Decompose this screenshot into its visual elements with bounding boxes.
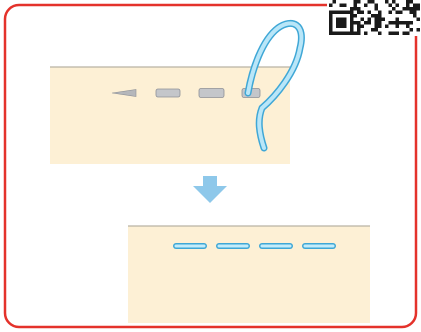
needle-segment	[155, 88, 181, 98]
qr-code-icon[interactable]	[327, 0, 421, 36]
thread-loop-icon	[244, 20, 305, 152]
down-arrow-icon	[193, 176, 227, 203]
needle-tip-icon	[111, 89, 137, 97]
step-before	[50, 20, 305, 164]
step-after	[128, 225, 370, 323]
needle-shaft	[155, 88, 261, 98]
needle-segment	[198, 88, 225, 98]
fabric-top	[50, 67, 290, 164]
fabric-bottom	[128, 226, 370, 323]
